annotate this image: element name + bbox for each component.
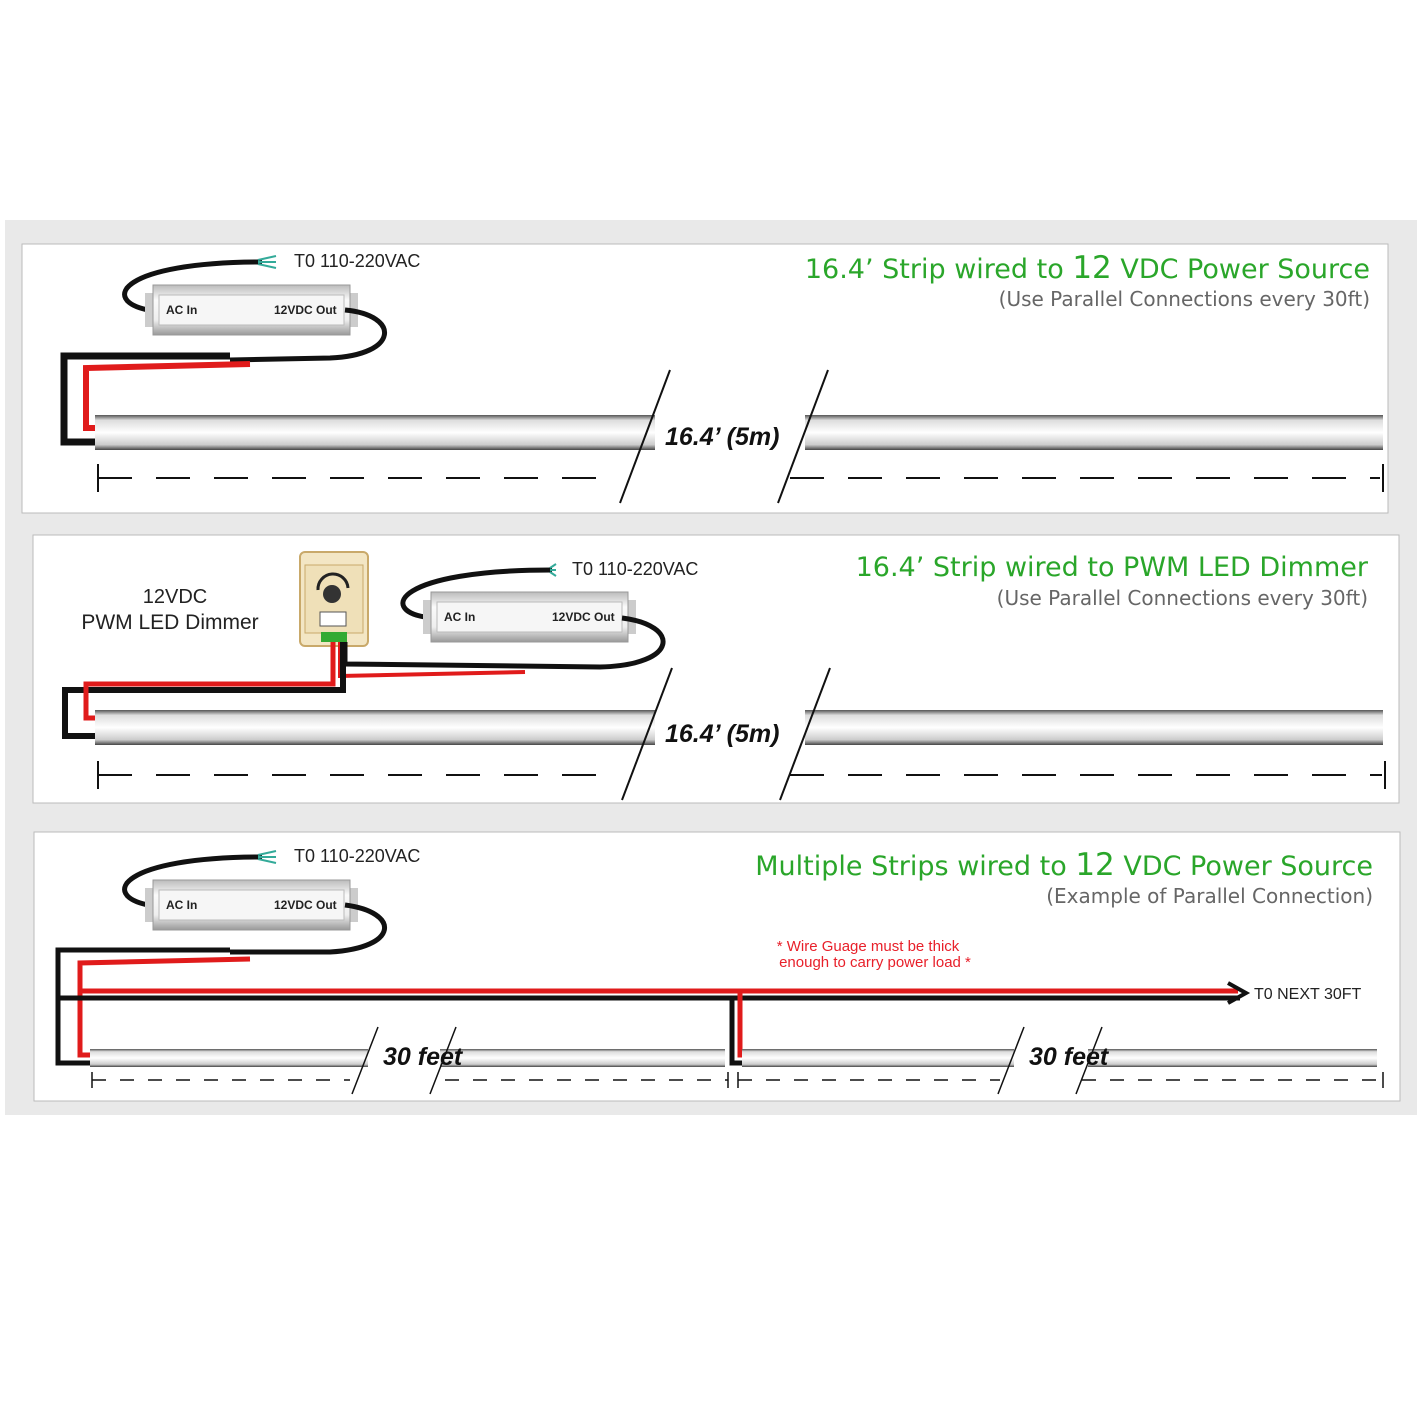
pwm-dimmer-icon xyxy=(299,551,369,647)
wire-gauge-note: enough to carry power load * xyxy=(779,954,971,971)
panel-multiple-strips: T0 110-220VAC AC In 12VDC Out T0 NEXT 30… xyxy=(33,831,1401,1102)
psu-dc-out-label: 12VDC Out xyxy=(552,610,615,624)
ac-wire-ends-icon xyxy=(549,563,557,577)
black-wire xyxy=(62,642,346,739)
panel-strip-power-source: T0 110-220VAC AC In 12VDC Out 16.4’ (5m)… xyxy=(21,243,1389,514)
wire-gauge-note: * Wire Guage must be thick xyxy=(777,938,960,955)
ac-wire-ends-icon xyxy=(257,850,277,864)
ac-input-label: T0 110-220VAC xyxy=(572,559,698,579)
led-strip xyxy=(742,1049,1014,1067)
panel-subtitle: (Example of Parallel Connection) xyxy=(1046,884,1373,908)
panel-subtitle: (Use Parallel Connections every 30ft) xyxy=(999,287,1370,311)
black-wire xyxy=(55,947,230,1066)
ac-cable xyxy=(122,259,263,313)
arrow-right-icon xyxy=(1227,981,1251,1005)
psu-ac-in-label: AC In xyxy=(444,610,475,624)
panel-title: 16.4’ Strip wired to PWM LED Dimmer xyxy=(856,552,1369,583)
red-wire xyxy=(77,956,251,1058)
panel-title: Multiple Strips wired to 12 VDC Power So… xyxy=(755,847,1373,883)
psu-dc-out-label: 12VDC Out xyxy=(274,898,337,912)
red-wire xyxy=(83,361,251,431)
panel-subtitle: (Use Parallel Connections every 30ft) xyxy=(997,586,1368,610)
strip-length-label: 16.4’ (5m) xyxy=(665,720,779,748)
black-wire xyxy=(60,352,230,446)
ac-input-label: T0 110-220VAC xyxy=(294,251,420,271)
segment-length-label: 30 feet xyxy=(1029,1043,1110,1071)
dimmer-label-voltage: 12VDC xyxy=(143,586,207,608)
led-strip xyxy=(95,710,655,745)
ac-input-label: T0 110-220VAC xyxy=(294,846,420,866)
led-strip xyxy=(805,415,1383,450)
led-strip xyxy=(90,1049,368,1067)
dimmer-label-name: PWM LED Dimmer xyxy=(81,611,258,634)
red-wire xyxy=(83,642,336,721)
ac-wire-ends-icon xyxy=(257,255,277,269)
led-strip xyxy=(1088,1049,1377,1067)
led-strip xyxy=(805,710,1383,745)
segment-length-label: 30 feet xyxy=(383,1043,464,1071)
panel-strip-dimmer: 12VDC PWM LED Dimmer T0 110-220VAC AC In… xyxy=(32,534,1400,804)
next-run-label: T0 NEXT 30FT xyxy=(1254,986,1362,1003)
led-strip xyxy=(440,1049,725,1067)
psu-ac-in-label: AC In xyxy=(166,303,197,317)
psu-ac-in-label: AC In xyxy=(166,898,197,912)
strip-length-label: 16.4’ (5m) xyxy=(665,423,779,451)
psu-dc-out-label: 12VDC Out xyxy=(274,303,337,317)
led-strip xyxy=(95,415,655,450)
panel-title: 16.4’ Strip wired to 12 VDC Power Source xyxy=(805,250,1370,286)
